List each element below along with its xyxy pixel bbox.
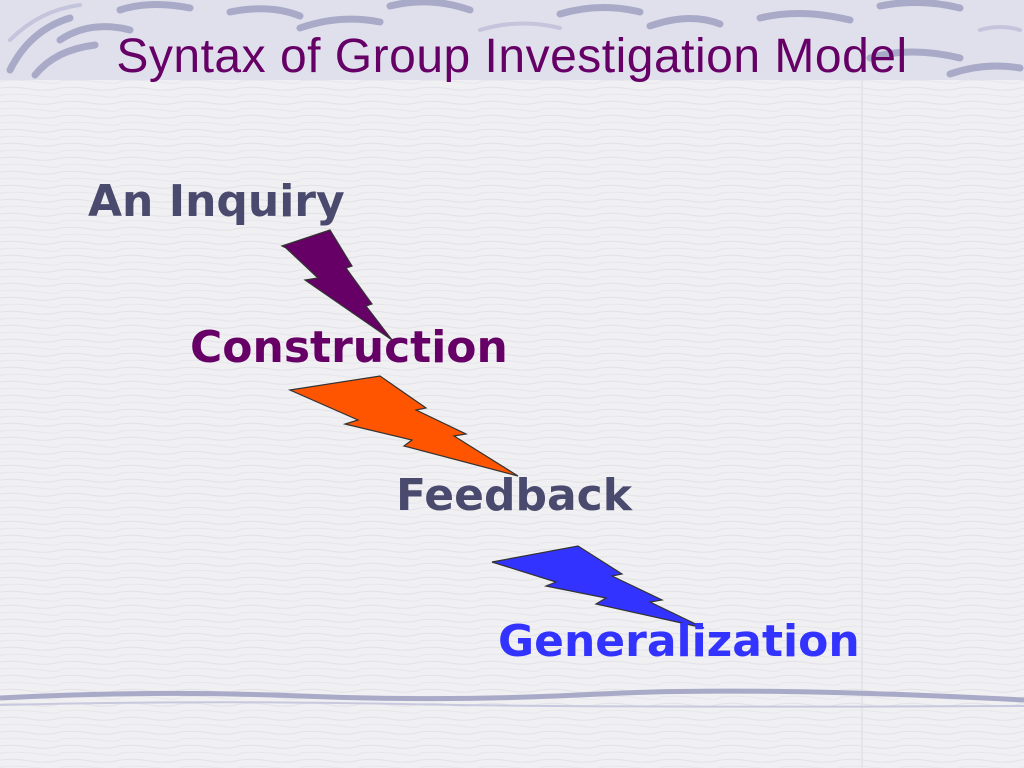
swirl-decoration xyxy=(6,0,1024,79)
step-generalization: Generalization xyxy=(498,616,860,667)
step-feedback: Feedback xyxy=(396,470,632,521)
lightning-arrow-purple xyxy=(280,229,393,341)
top-band xyxy=(0,0,1024,80)
step-construction: Construction xyxy=(190,322,508,373)
bottom-rule xyxy=(0,688,1024,703)
lightning-arrow-blue xyxy=(491,545,705,629)
slide-title: Syntax of Group Investigation Model xyxy=(116,30,908,83)
lightning-arrow-orange xyxy=(287,375,519,477)
step-an-inquiry: An Inquiry xyxy=(88,176,345,227)
